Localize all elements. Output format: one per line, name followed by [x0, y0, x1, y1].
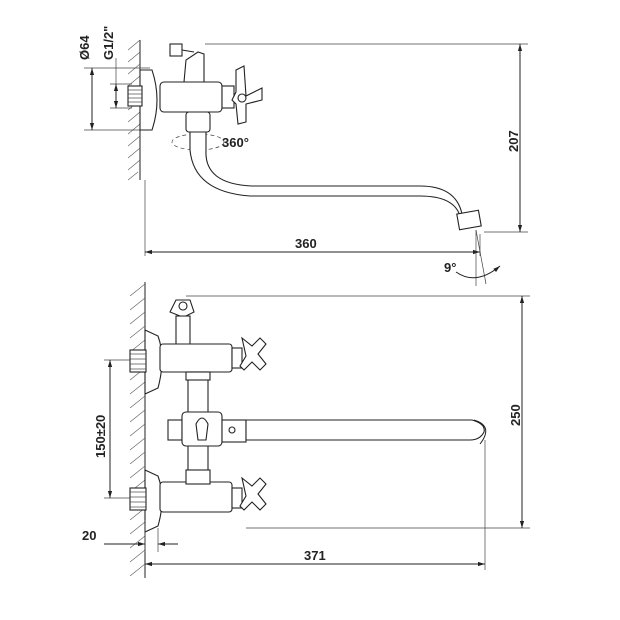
thread-stub-top [127, 85, 143, 107]
wall-hatch-top [127, 39, 141, 181]
diameter-label: Ø64 [77, 35, 92, 60]
lower-cross-handle[interactable] [239, 476, 267, 511]
reach-dimension-front: 371 [145, 440, 486, 570]
upper-valve-head [231, 347, 243, 369]
front-view: 150±20 250 20 371 [82, 282, 530, 578]
height-label-top: 207 [506, 130, 521, 152]
shower-outlet-top [183, 51, 205, 83]
top-view: Ø64 G1/2" 3 [77, 26, 528, 286]
cross-handle-top[interactable] [231, 65, 263, 125]
height-dimension-front: 250 [186, 295, 530, 529]
thread-dimension: G1/2" [101, 26, 132, 109]
lower-thread [129, 487, 147, 511]
wall-flange-top [139, 69, 158, 131]
wall-label: 20 [82, 528, 96, 543]
valve-head-top [221, 85, 235, 109]
centers-label: 150±20 [93, 415, 108, 458]
height-dimension-top: 207 [205, 43, 528, 233]
lower-valve-head [231, 487, 243, 509]
long-spout[interactable] [245, 419, 485, 441]
height-label-front: 250 [508, 404, 523, 426]
swivel-nut [185, 111, 211, 133]
reach-label-top: 360 [295, 236, 317, 251]
upper-thread [129, 349, 147, 373]
riser-collar-lower [185, 469, 211, 485]
riser-collar-upper [185, 371, 211, 381]
reach-label-front: 371 [304, 548, 326, 563]
shower-holder [169, 299, 195, 347]
wall-dimension: 20 [82, 520, 178, 552]
shower-connector [169, 43, 183, 57]
lower-valve-body [159, 481, 233, 513]
angle-label: 9° [444, 260, 456, 275]
angle-dimension: 9° [444, 229, 501, 286]
thread-label: G1/2" [101, 26, 116, 60]
upper-cross-handle[interactable] [239, 336, 267, 371]
reach-dimension-top: 360 [144, 180, 481, 256]
rotation-label: 360° [222, 135, 249, 150]
centers-dimension: 150±20 [93, 359, 130, 499]
aerator [456, 209, 482, 231]
wall-hatch-front [129, 282, 146, 578]
diverter-body [167, 411, 247, 447]
upper-valve-body [159, 343, 233, 373]
mixer-body-top [159, 81, 223, 113]
diameter-dimension: Ø64 [77, 35, 150, 131]
